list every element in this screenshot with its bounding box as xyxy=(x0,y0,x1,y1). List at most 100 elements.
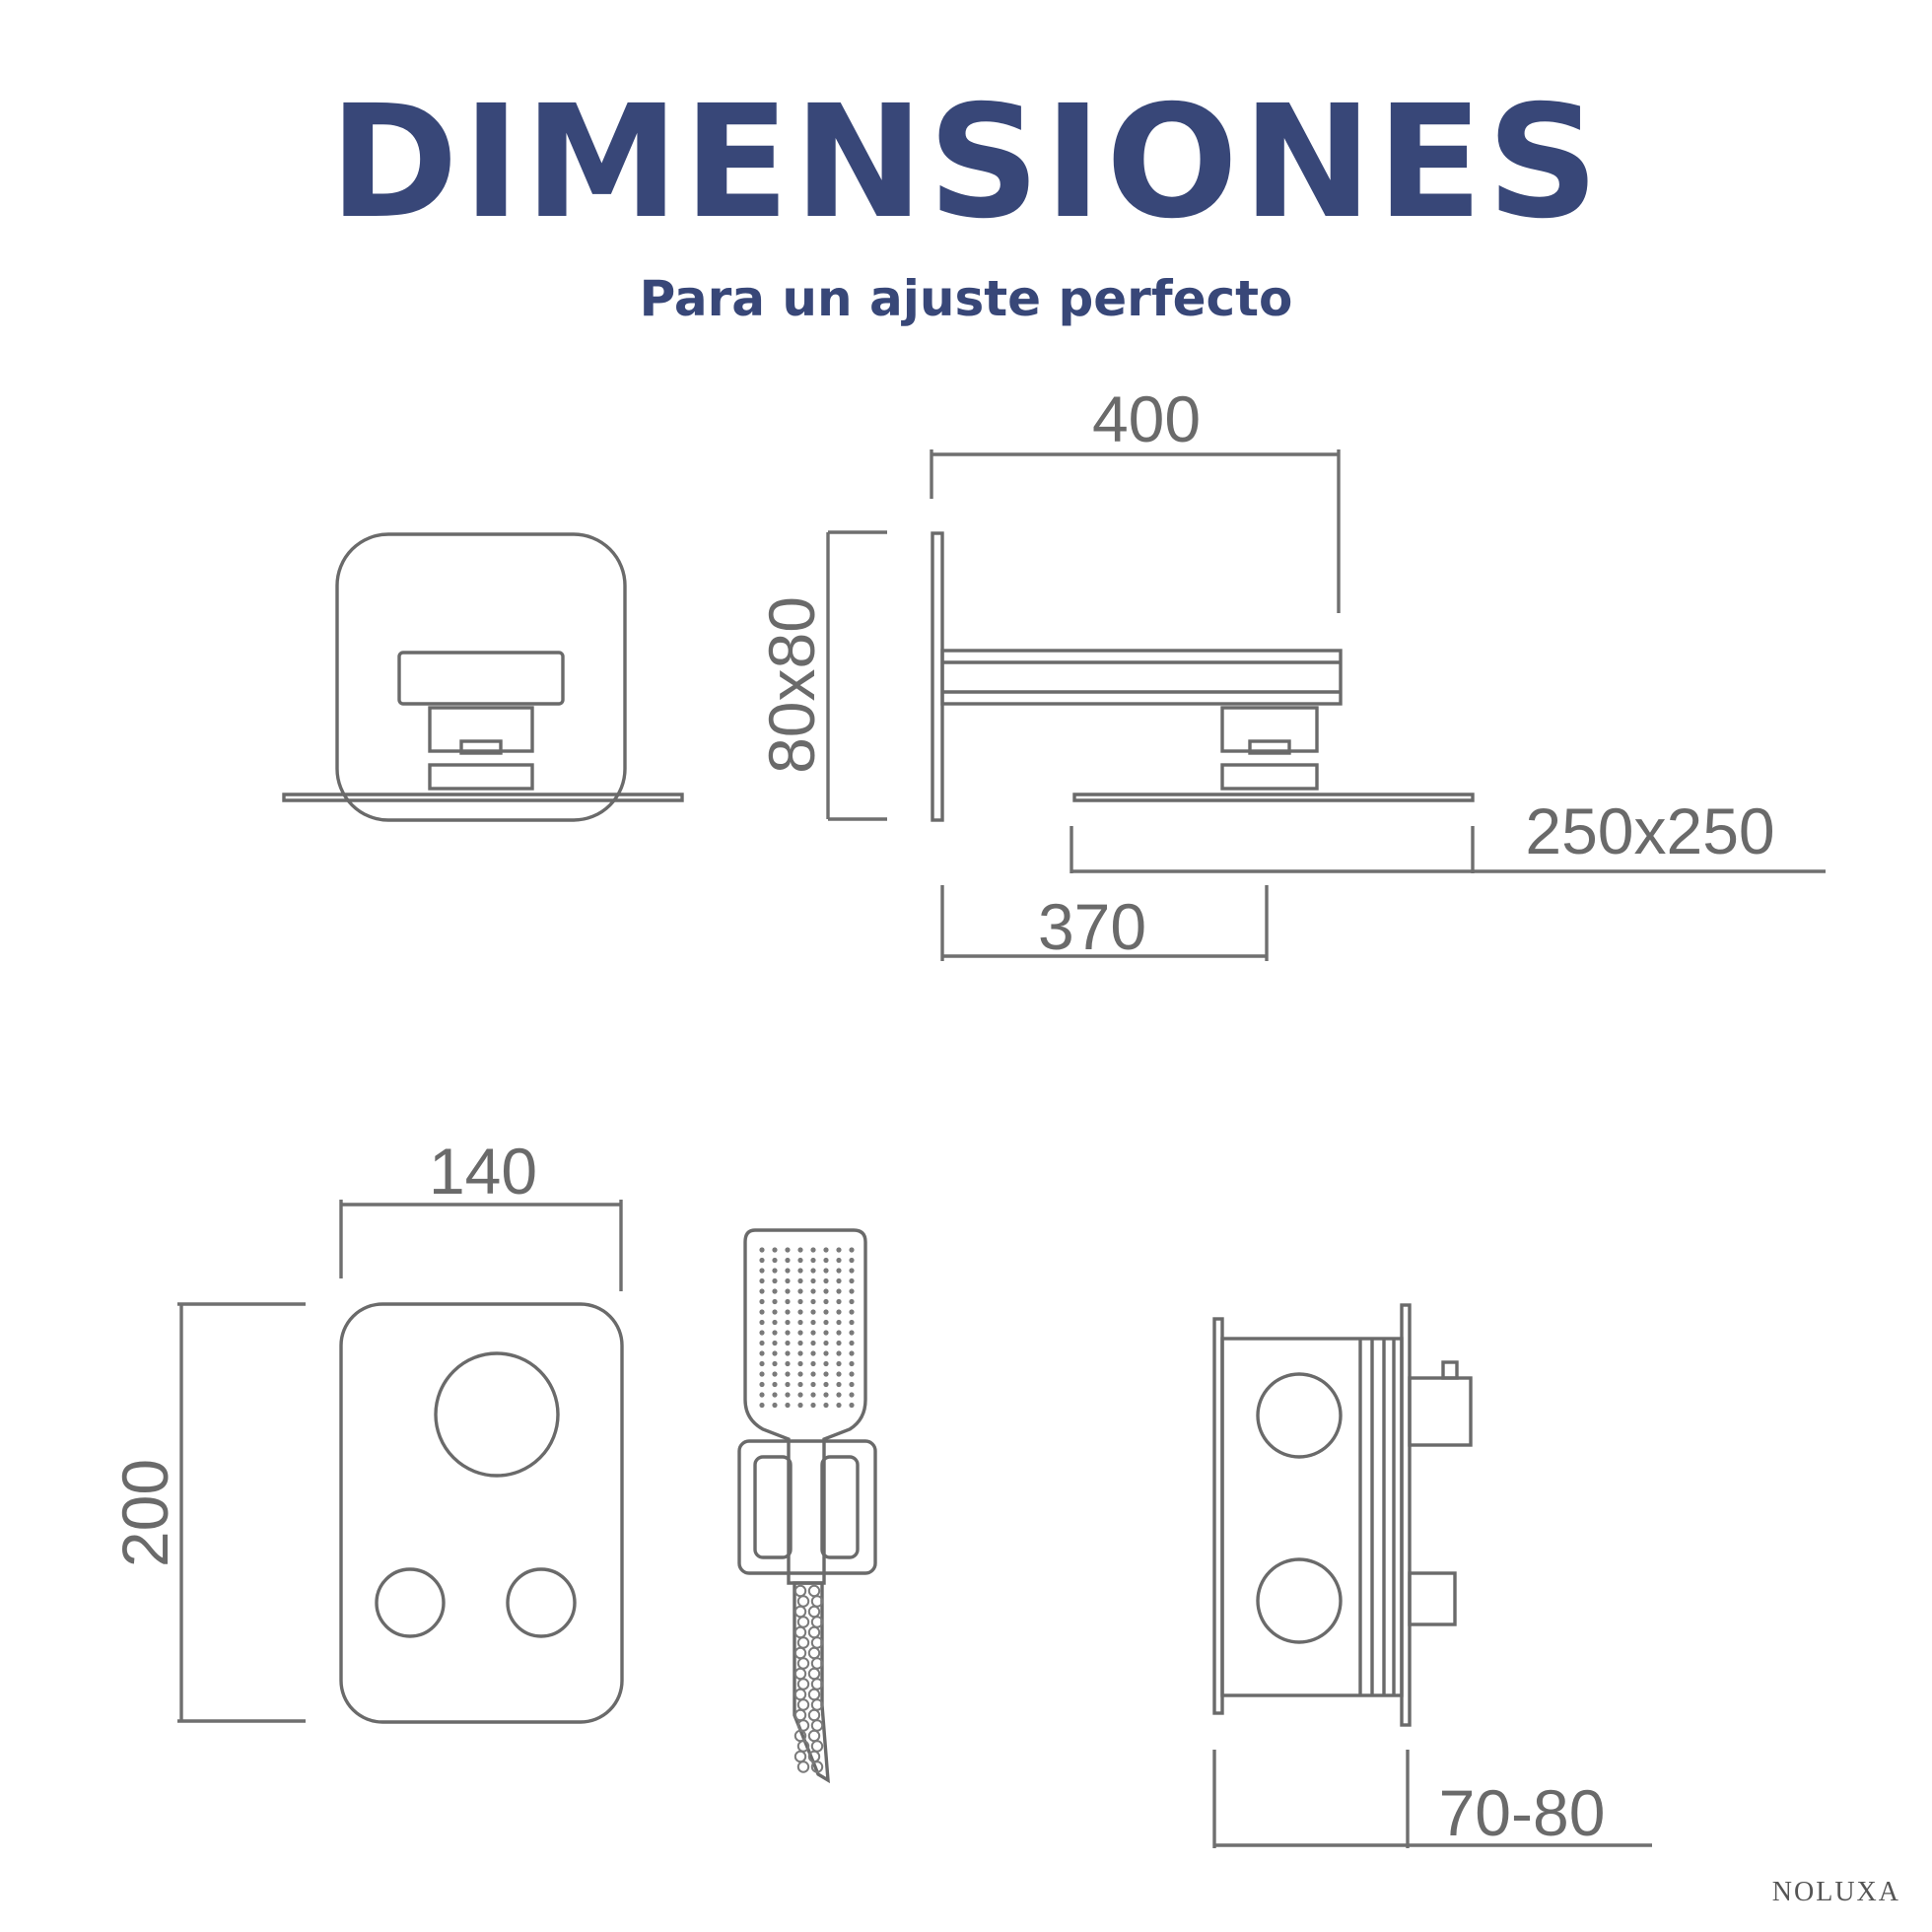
nozzle-dot xyxy=(849,1402,855,1409)
nozzle-dot xyxy=(797,1350,803,1356)
nozzle-dot xyxy=(810,1309,816,1315)
nozzle-dot xyxy=(759,1288,765,1294)
nozzle-dot xyxy=(797,1288,803,1294)
dimension-arm-section: 80x80 xyxy=(755,530,887,821)
nozzle-dot xyxy=(785,1350,791,1356)
nozzle-dot xyxy=(797,1277,803,1284)
control-plate-front-view xyxy=(339,1302,624,1724)
hose-link xyxy=(796,1657,810,1670)
nozzle-dot xyxy=(823,1257,829,1264)
hose-link xyxy=(794,1688,807,1701)
nozzle-dot xyxy=(849,1381,855,1388)
shower-head-front-view xyxy=(282,532,684,822)
nozzle-dot xyxy=(823,1319,829,1326)
nozzle-dot xyxy=(823,1309,829,1315)
nozzle-dot xyxy=(823,1392,829,1398)
hose-link xyxy=(796,1636,810,1649)
nozzle-dot xyxy=(797,1340,803,1346)
nozzle-dot xyxy=(772,1319,778,1326)
hose-link xyxy=(807,1708,821,1722)
nozzle-dot xyxy=(810,1298,816,1305)
nozzle-dot xyxy=(759,1257,765,1264)
nozzle-dot xyxy=(772,1392,778,1398)
nozzle-dot xyxy=(785,1392,791,1398)
nozzle-dot xyxy=(810,1330,816,1336)
hose-link xyxy=(794,1750,807,1763)
nozzle-dot xyxy=(810,1247,816,1253)
nozzle-dot xyxy=(849,1371,855,1377)
nozzle-dot xyxy=(785,1277,791,1284)
nozzle-dot xyxy=(785,1257,791,1264)
hose-link xyxy=(796,1698,810,1711)
nozzle-dot xyxy=(759,1381,765,1388)
hose-link xyxy=(807,1667,821,1681)
nozzle-dot xyxy=(759,1277,765,1284)
nozzle-dot xyxy=(836,1381,842,1388)
nozzle-dot xyxy=(797,1257,803,1264)
nozzle-dot xyxy=(772,1288,778,1294)
nozzle-dot xyxy=(836,1350,842,1356)
nozzle-dot xyxy=(810,1257,816,1264)
nozzle-dot xyxy=(785,1381,791,1388)
nozzle-dot xyxy=(823,1330,829,1336)
nozzle-dot xyxy=(785,1371,791,1377)
nozzle-dot xyxy=(823,1247,829,1253)
nozzle-dot xyxy=(810,1350,816,1356)
nozzle-dot xyxy=(836,1268,842,1274)
nozzle-dot xyxy=(785,1268,791,1274)
nozzle-dot xyxy=(759,1330,765,1336)
hose-link xyxy=(807,1584,821,1598)
nozzle-dot xyxy=(836,1298,842,1305)
hose-link xyxy=(810,1740,824,1753)
nozzle-dot xyxy=(759,1298,765,1305)
nozzle-dot xyxy=(797,1360,803,1367)
nozzle-dot xyxy=(772,1402,778,1409)
dimension-projection: 370 xyxy=(940,885,1269,963)
nozzle-dot xyxy=(836,1402,842,1409)
label-plate-width: 140 xyxy=(429,1135,537,1208)
nozzle-dot xyxy=(785,1360,791,1367)
nozzle-dot xyxy=(849,1350,855,1356)
nozzle-dot xyxy=(836,1319,842,1326)
nozzle-dot xyxy=(823,1371,829,1377)
nozzle-dot xyxy=(849,1392,855,1398)
nozzle-dot xyxy=(836,1247,842,1253)
nozzle-dot xyxy=(849,1288,855,1294)
nozzle-dot xyxy=(797,1319,803,1326)
hose-link xyxy=(794,1708,807,1722)
valve-body-side-view xyxy=(1212,1303,1473,1727)
nozzle-dot xyxy=(823,1350,829,1356)
nozzle-dot xyxy=(849,1309,855,1315)
nozzle-dot xyxy=(823,1360,829,1367)
nozzle-dot xyxy=(772,1298,778,1305)
nozzle-dot xyxy=(849,1360,855,1367)
nozzle-dot xyxy=(836,1309,842,1315)
brand-logo: NOLUXA xyxy=(1771,1877,1900,1907)
nozzle-dot xyxy=(836,1330,842,1336)
nozzle-dot xyxy=(785,1319,791,1326)
nozzle-dot xyxy=(849,1277,855,1284)
nozzle-dot xyxy=(759,1392,765,1398)
nozzle-dot xyxy=(772,1309,778,1315)
hose-link xyxy=(807,1688,821,1701)
nozzle-dot xyxy=(849,1319,855,1326)
nozzle-dot xyxy=(785,1402,791,1409)
dimension-plate-height: 200 xyxy=(108,1302,306,1723)
label-projection: 370 xyxy=(1038,890,1146,963)
nozzle-dot xyxy=(797,1371,803,1377)
nozzle-dot xyxy=(810,1402,816,1409)
nozzle-dot xyxy=(797,1392,803,1398)
nozzle-dot xyxy=(836,1360,842,1367)
dimension-head-size: 250x250 xyxy=(1070,794,1826,873)
nozzle-dot xyxy=(772,1371,778,1377)
nozzle-dot xyxy=(823,1381,829,1388)
nozzle-dot xyxy=(759,1402,765,1409)
dimension-depth: 70-80 xyxy=(1212,1750,1652,1849)
nozzle-dot xyxy=(759,1340,765,1346)
hose-link xyxy=(794,1625,807,1639)
nozzle-dot xyxy=(797,1298,803,1305)
label-depth: 70-80 xyxy=(1439,1776,1606,1849)
nozzle-dot xyxy=(849,1330,855,1336)
page-subtitle: Para un ajuste perfecto xyxy=(639,270,1293,327)
nozzle-dot xyxy=(810,1288,816,1294)
